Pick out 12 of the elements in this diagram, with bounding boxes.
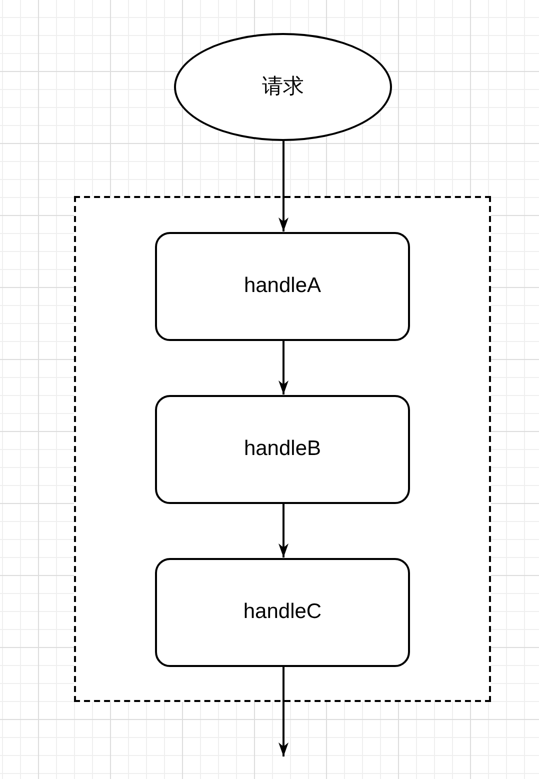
node-label: handleA (244, 272, 322, 299)
dashed-group-box (74, 196, 491, 702)
arrow (278, 504, 288, 558)
node-label: handleB (244, 436, 322, 462)
process-box (155, 232, 410, 340)
arrow (278, 666, 288, 756)
node-label: handleC (243, 598, 322, 625)
node-label: 请求 (262, 74, 304, 100)
process-box (155, 394, 410, 504)
process-box (155, 558, 410, 666)
arrow (278, 141, 288, 232)
arrow (278, 340, 288, 394)
